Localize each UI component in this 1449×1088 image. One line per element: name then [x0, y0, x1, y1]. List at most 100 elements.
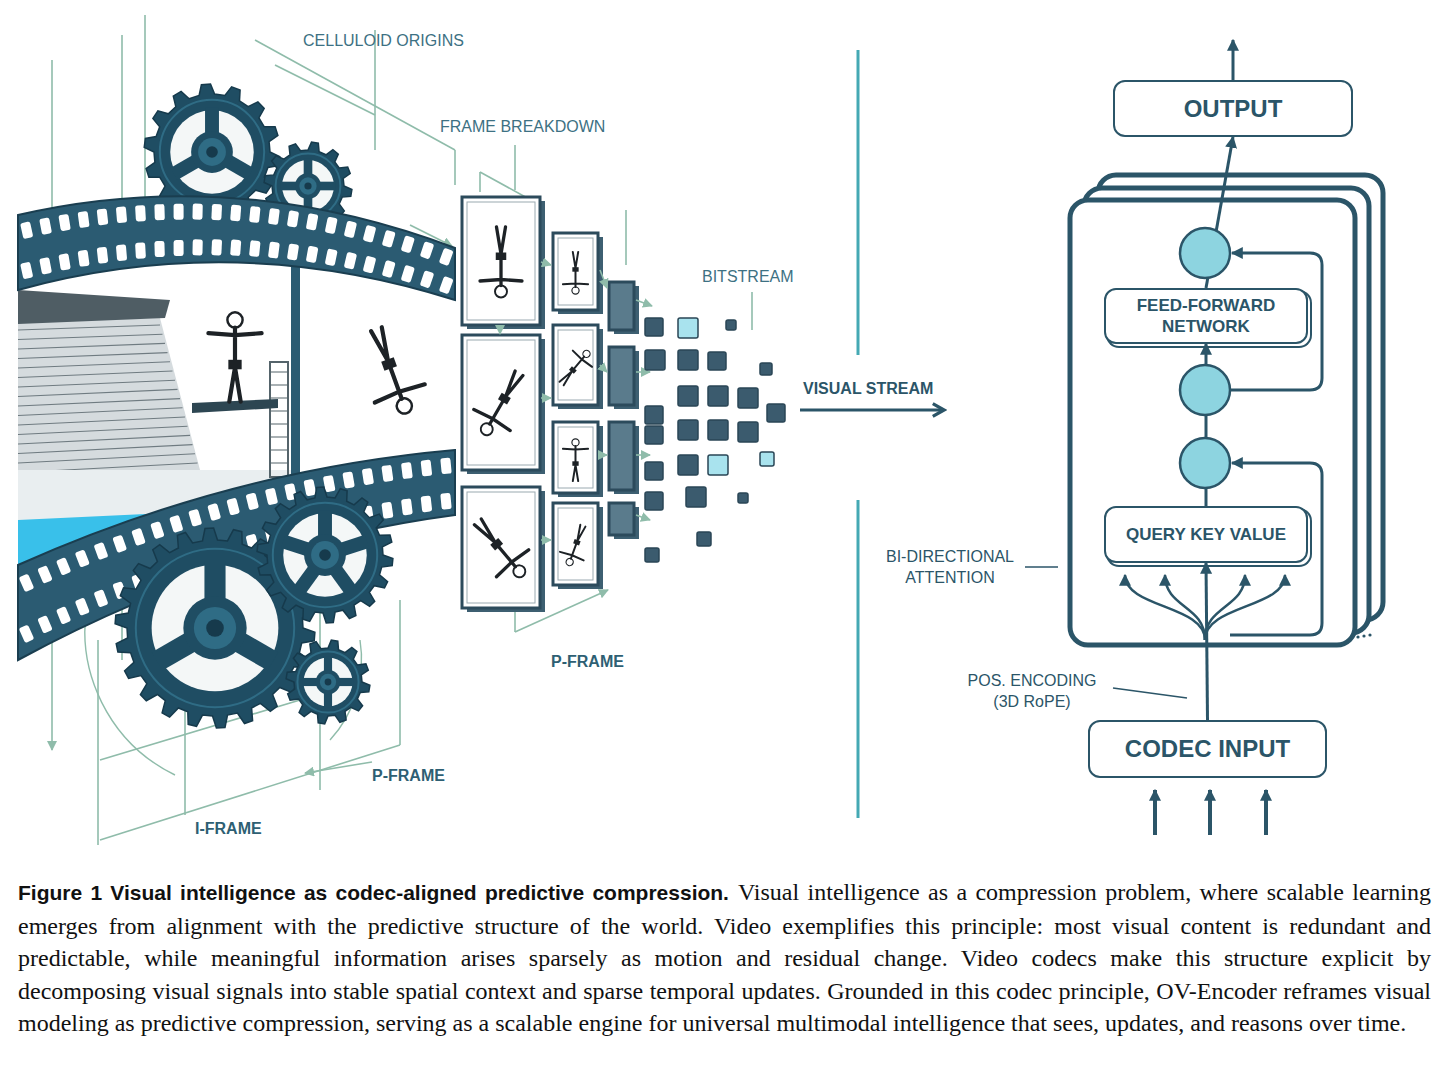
construction-line	[275, 65, 375, 115]
bitstream-block	[678, 386, 698, 406]
bleacher-row	[18, 325, 160, 330]
sprocket-hole	[37, 615, 52, 634]
diver-trunks	[572, 267, 578, 272]
bitstream-block	[645, 406, 663, 424]
stream-arrow	[800, 409, 944, 412]
gear-rim	[297, 651, 358, 712]
bitstream-block	[686, 487, 706, 507]
sprocket-hole	[287, 243, 299, 260]
construction-line	[514, 145, 516, 190]
gear-rim	[160, 100, 264, 204]
fan-arrow	[1205, 575, 1285, 640]
gear-axle	[325, 679, 332, 686]
video-frame	[609, 347, 639, 409]
dive-tower	[270, 362, 288, 477]
diver-figure	[351, 320, 432, 422]
diver-trunks	[573, 539, 580, 545]
sprocket-hole	[78, 211, 90, 228]
film-band	[18, 196, 455, 300]
video-frame	[609, 422, 639, 494]
gear-rim	[273, 503, 377, 607]
frame-inner	[467, 202, 535, 320]
section-label: FRAME BREAKDOWN	[440, 116, 605, 137]
sprocket-hole	[37, 565, 52, 584]
sprocket-hole	[192, 239, 202, 255]
sprocket-hole	[230, 205, 241, 222]
gear-teeth	[257, 487, 393, 623]
diver-body	[552, 349, 594, 392]
frame-border	[462, 197, 540, 325]
flow-arrow	[600, 365, 607, 372]
sprocket-hole	[420, 270, 435, 288]
diver-trunks	[228, 360, 241, 370]
sprocket-hole	[94, 589, 109, 607]
tower-rung	[270, 436, 288, 437]
sprocket-hole	[420, 241, 435, 259]
sprocket-hole	[401, 498, 413, 515]
diver-body	[563, 446, 588, 481]
bleacher-row	[18, 426, 188, 434]
sprocket-hole	[381, 502, 393, 519]
video-frame	[609, 503, 639, 539]
frame-inner	[558, 427, 593, 488]
stadium-roof	[18, 290, 170, 324]
video-frame	[609, 282, 639, 334]
gear-teeth	[286, 640, 370, 724]
video-frame	[462, 197, 545, 329]
sprocket-hole	[344, 252, 357, 270]
tower-rung	[270, 449, 288, 450]
sprocket-hole	[268, 208, 280, 225]
diver-figure	[480, 227, 522, 298]
sprocket-hole	[439, 276, 454, 294]
stack-ellipsis	[1362, 634, 1365, 637]
connectors	[1206, 137, 1233, 720]
video-frame	[553, 422, 603, 497]
diver-head	[495, 286, 507, 298]
sprocket-hole	[20, 262, 33, 280]
sprocket-hole	[211, 239, 222, 255]
section-divider	[857, 500, 860, 818]
sprocket-hole	[174, 204, 184, 220]
frame-border	[462, 335, 540, 470]
sprocket-hole	[20, 221, 33, 239]
diver-trunks	[572, 461, 578, 466]
bleacher-row	[18, 343, 165, 349]
bitstream-block	[708, 352, 726, 370]
diver-body	[351, 320, 426, 408]
bitstream-block	[697, 532, 711, 546]
sprocket-hole	[249, 240, 261, 257]
diver-head	[565, 557, 574, 566]
tower-rung	[270, 423, 288, 424]
section-divider	[857, 50, 860, 355]
frame-border	[609, 503, 634, 535]
sprocket-hole	[421, 495, 433, 512]
construction-line	[255, 40, 455, 150]
gear-hub-ring	[311, 541, 339, 569]
sprocket-hole	[381, 465, 393, 482]
figure-caption: Figure 1 Visual intelligence as codec-al…	[18, 876, 1431, 1040]
fan-arrow	[1205, 575, 1245, 640]
tower-rung	[270, 397, 288, 398]
output-arrow	[1232, 40, 1235, 80]
frame-border	[553, 233, 598, 310]
bitstream-block	[678, 455, 698, 475]
tower-rung	[270, 371, 288, 372]
output-box: OUTPUT	[1113, 80, 1353, 137]
frame-border	[609, 282, 634, 330]
frame-border	[462, 487, 540, 608]
frame-inner	[558, 330, 593, 400]
diver-body	[559, 521, 595, 563]
bleacher-row	[18, 371, 173, 378]
sprocket-hole	[211, 204, 222, 220]
bleacher-row	[18, 389, 178, 396]
diver-trunks	[490, 538, 503, 550]
sprocket-hole	[303, 479, 316, 497]
sprocket-hole	[169, 515, 183, 533]
bitstream-block	[708, 455, 728, 475]
bitstream-block	[645, 548, 659, 562]
video-frame	[462, 487, 545, 612]
construction-line	[454, 150, 456, 185]
sprocket-hole	[116, 244, 127, 261]
diver-figure	[208, 312, 261, 401]
tower-rung	[270, 462, 288, 463]
